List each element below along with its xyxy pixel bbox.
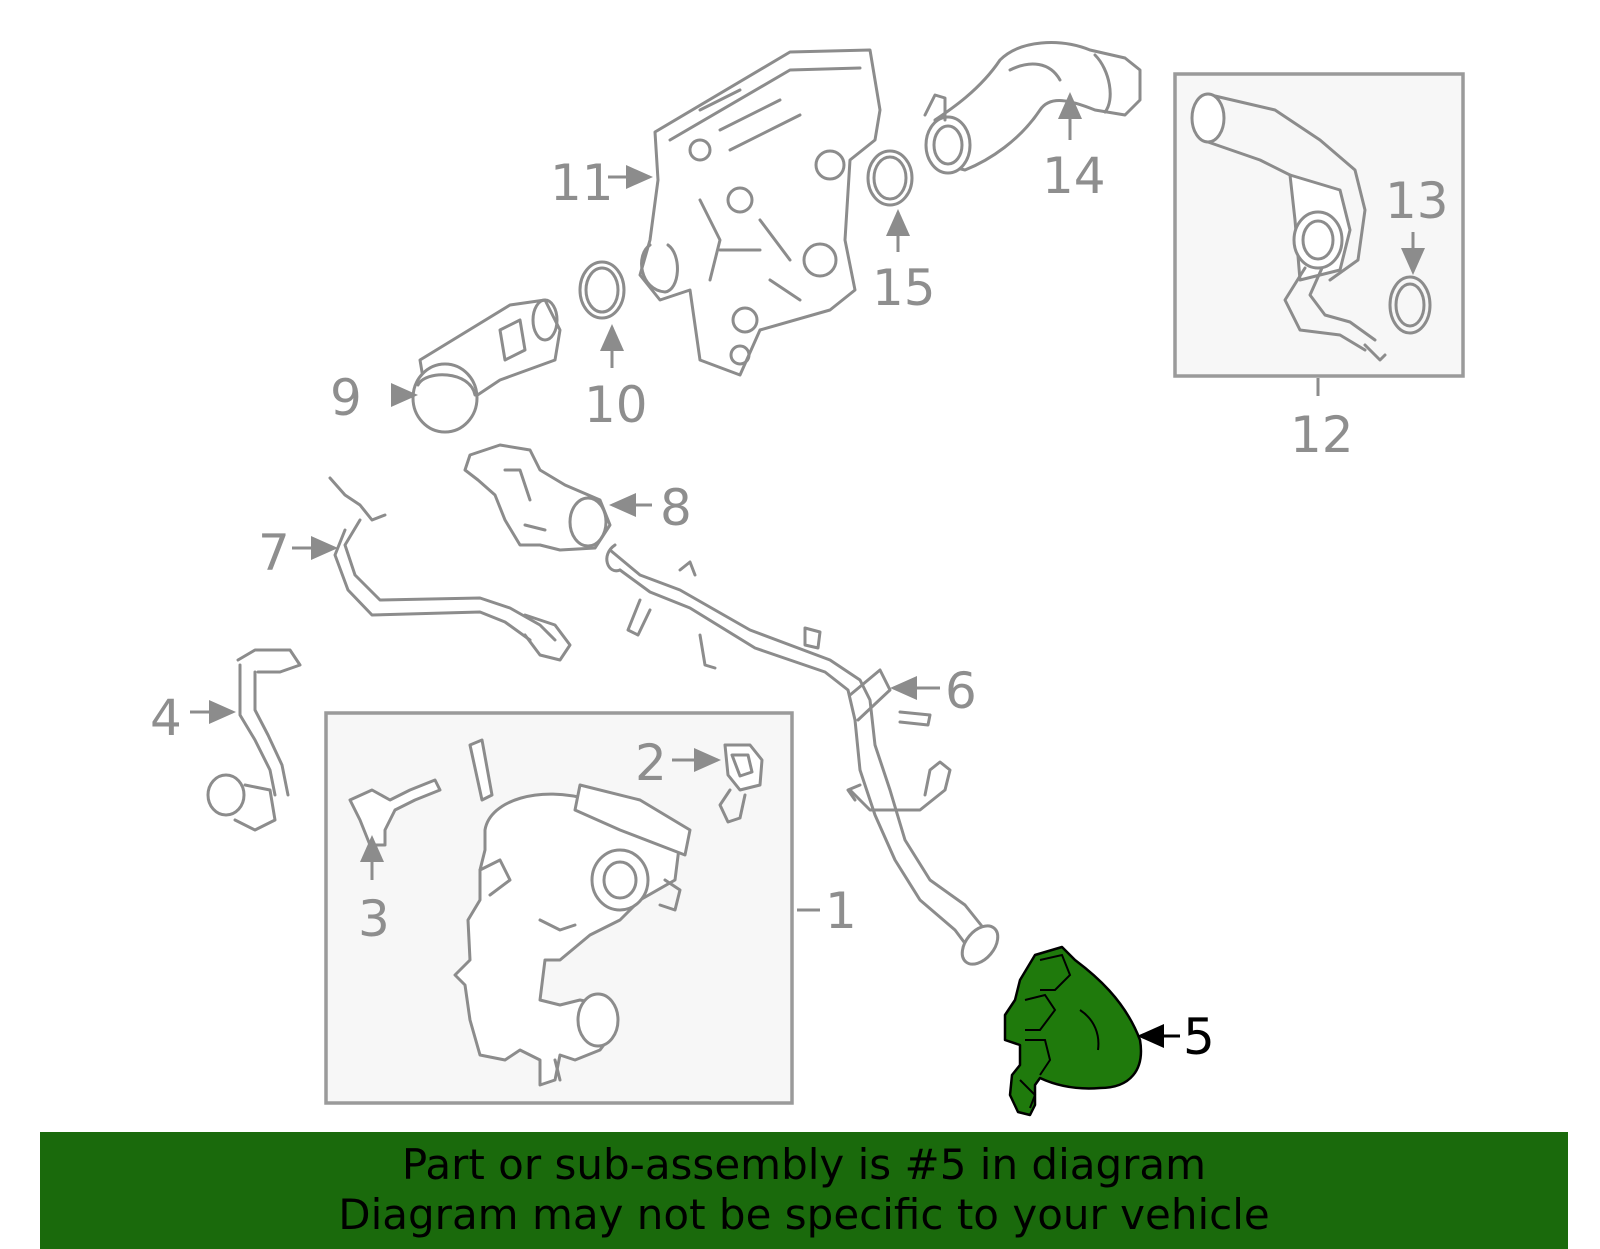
part-9-thermostat-housing[interactable] [411, 298, 562, 434]
part-8-water-outlet[interactable] [463, 443, 612, 552]
callout-8: 8 [660, 479, 692, 537]
part-10-o-ring[interactable] [578, 260, 626, 320]
callout-5: 5 [1183, 1008, 1215, 1066]
callout-7: 7 [258, 524, 290, 582]
part-12-pipe-assembly[interactable] [1190, 92, 1387, 362]
callout-9: 9 [330, 369, 362, 427]
part-6-pipe[interactable] [605, 543, 1005, 971]
part-1-thermostat-assembly[interactable] [453, 738, 692, 1087]
callout-13: 13 [1385, 172, 1449, 230]
callout-11: 11 [550, 154, 614, 212]
callout-labels: 11 10 9 8 7 4 6 2 3 1 14 15 13 12 5 [150, 147, 1449, 1066]
part-14-hose[interactable] [923, 41, 1142, 175]
callout-4: 4 [150, 689, 182, 747]
banner-line-2: Diagram may not be specific to your vehi… [338, 1190, 1270, 1239]
callout-6: 6 [945, 662, 977, 720]
part-13-o-ring[interactable] [1388, 275, 1432, 335]
callout-10: 10 [584, 376, 648, 434]
info-banner: Part or sub-assembly is #5 in diagram Di… [40, 1132, 1568, 1249]
callout-3: 3 [358, 890, 390, 948]
part-5-coolant-hose[interactable] [1003, 945, 1143, 1117]
callout-14: 14 [1042, 147, 1106, 205]
callout-2: 2 [635, 734, 667, 792]
part-11-cylinder-cover[interactable] [638, 48, 882, 377]
leader-lines [190, 92, 1425, 1048]
banner-line-1: Part or sub-assembly is #5 in diagram [401, 1140, 1207, 1189]
callout-1: 1 [825, 882, 857, 940]
part-15-o-ring[interactable] [866, 149, 914, 207]
part-4-hose[interactable] [206, 648, 302, 832]
callout-12: 12 [1290, 406, 1354, 464]
part-2-gasket[interactable] [718, 743, 764, 824]
callout-15: 15 [872, 259, 936, 317]
